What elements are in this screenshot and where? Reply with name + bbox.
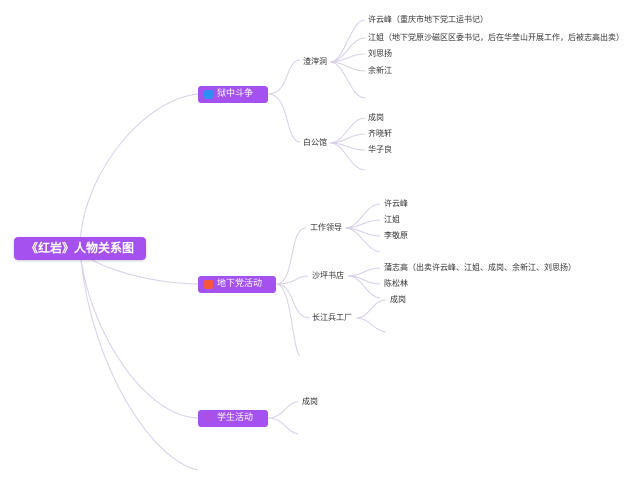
connector-root-extra [79, 247, 199, 471]
root-node[interactable]: 《红岩》人物关系图 [14, 237, 146, 260]
heart-icon: ♡ [204, 412, 213, 424]
leaf-item[interactable]: 刘思扬 [368, 49, 392, 58]
leaf-item[interactable]: 江姐 [384, 215, 400, 224]
leaf-item[interactable]: 成岗 [390, 295, 406, 304]
leaf-item[interactable]: 许云峰 [384, 199, 408, 208]
topic-label: 地下党活动 [217, 279, 263, 289]
group-work-leadership[interactable]: 工作领导 [310, 223, 342, 232]
connector-root-topic3 [79, 247, 199, 419]
topic-student-activity[interactable]: ♡ 学生活动 [198, 410, 268, 427]
topic-label: 狱中斗争 [217, 89, 254, 99]
leaf-item[interactable]: 余新江 [368, 66, 392, 75]
red-square-icon [204, 280, 213, 289]
leaf-item[interactable]: 成岗 [302, 397, 318, 406]
leaf-item[interactable]: 蒲志高（出卖许云峰、江姐、成岗、余新江、刘思扬） [384, 263, 576, 272]
leaf-item[interactable]: 成岗 [368, 113, 384, 122]
connector-root-topic1 [79, 93, 199, 249]
connector-topic2-group1 [275, 227, 307, 285]
blue-square-icon [204, 90, 213, 99]
leaf-item[interactable]: 陈松林 [384, 279, 408, 288]
leaf-item[interactable]: 许云峰（重庆市地下党工运书记） [368, 15, 488, 24]
connector-topic2-group2 [275, 275, 309, 285]
leaf-item[interactable]: 李敬原 [384, 231, 408, 240]
connector-topic2-group3 [275, 283, 311, 319]
group-shaping-bookstore[interactable]: 沙坪书店 [312, 271, 344, 280]
leaf-item[interactable]: 齐晓轩 [368, 129, 392, 138]
leaf-item[interactable]: 江姐（地下党原沙磁区区委书记，后在华莹山开展工作，后被志高出卖） [368, 33, 624, 42]
group-zhazidong[interactable]: 渣滓洞 [303, 57, 327, 66]
connector-topic1-group1 [267, 59, 301, 95]
connector-topic3-item [267, 401, 299, 419]
group-changjiang-arsenal[interactable]: 长江兵工厂 [312, 313, 352, 322]
topic-underground-party[interactable]: 地下党活动 [198, 276, 276, 293]
connector-topic1-group2 [267, 93, 301, 143]
group-baigongguan[interactable]: 白公馆 [303, 138, 327, 147]
topic-label: 学生活动 [216, 413, 253, 423]
leaf-item[interactable]: 华子良 [368, 145, 392, 154]
topic-prison-struggle[interactable]: 狱中斗争 [198, 86, 268, 103]
